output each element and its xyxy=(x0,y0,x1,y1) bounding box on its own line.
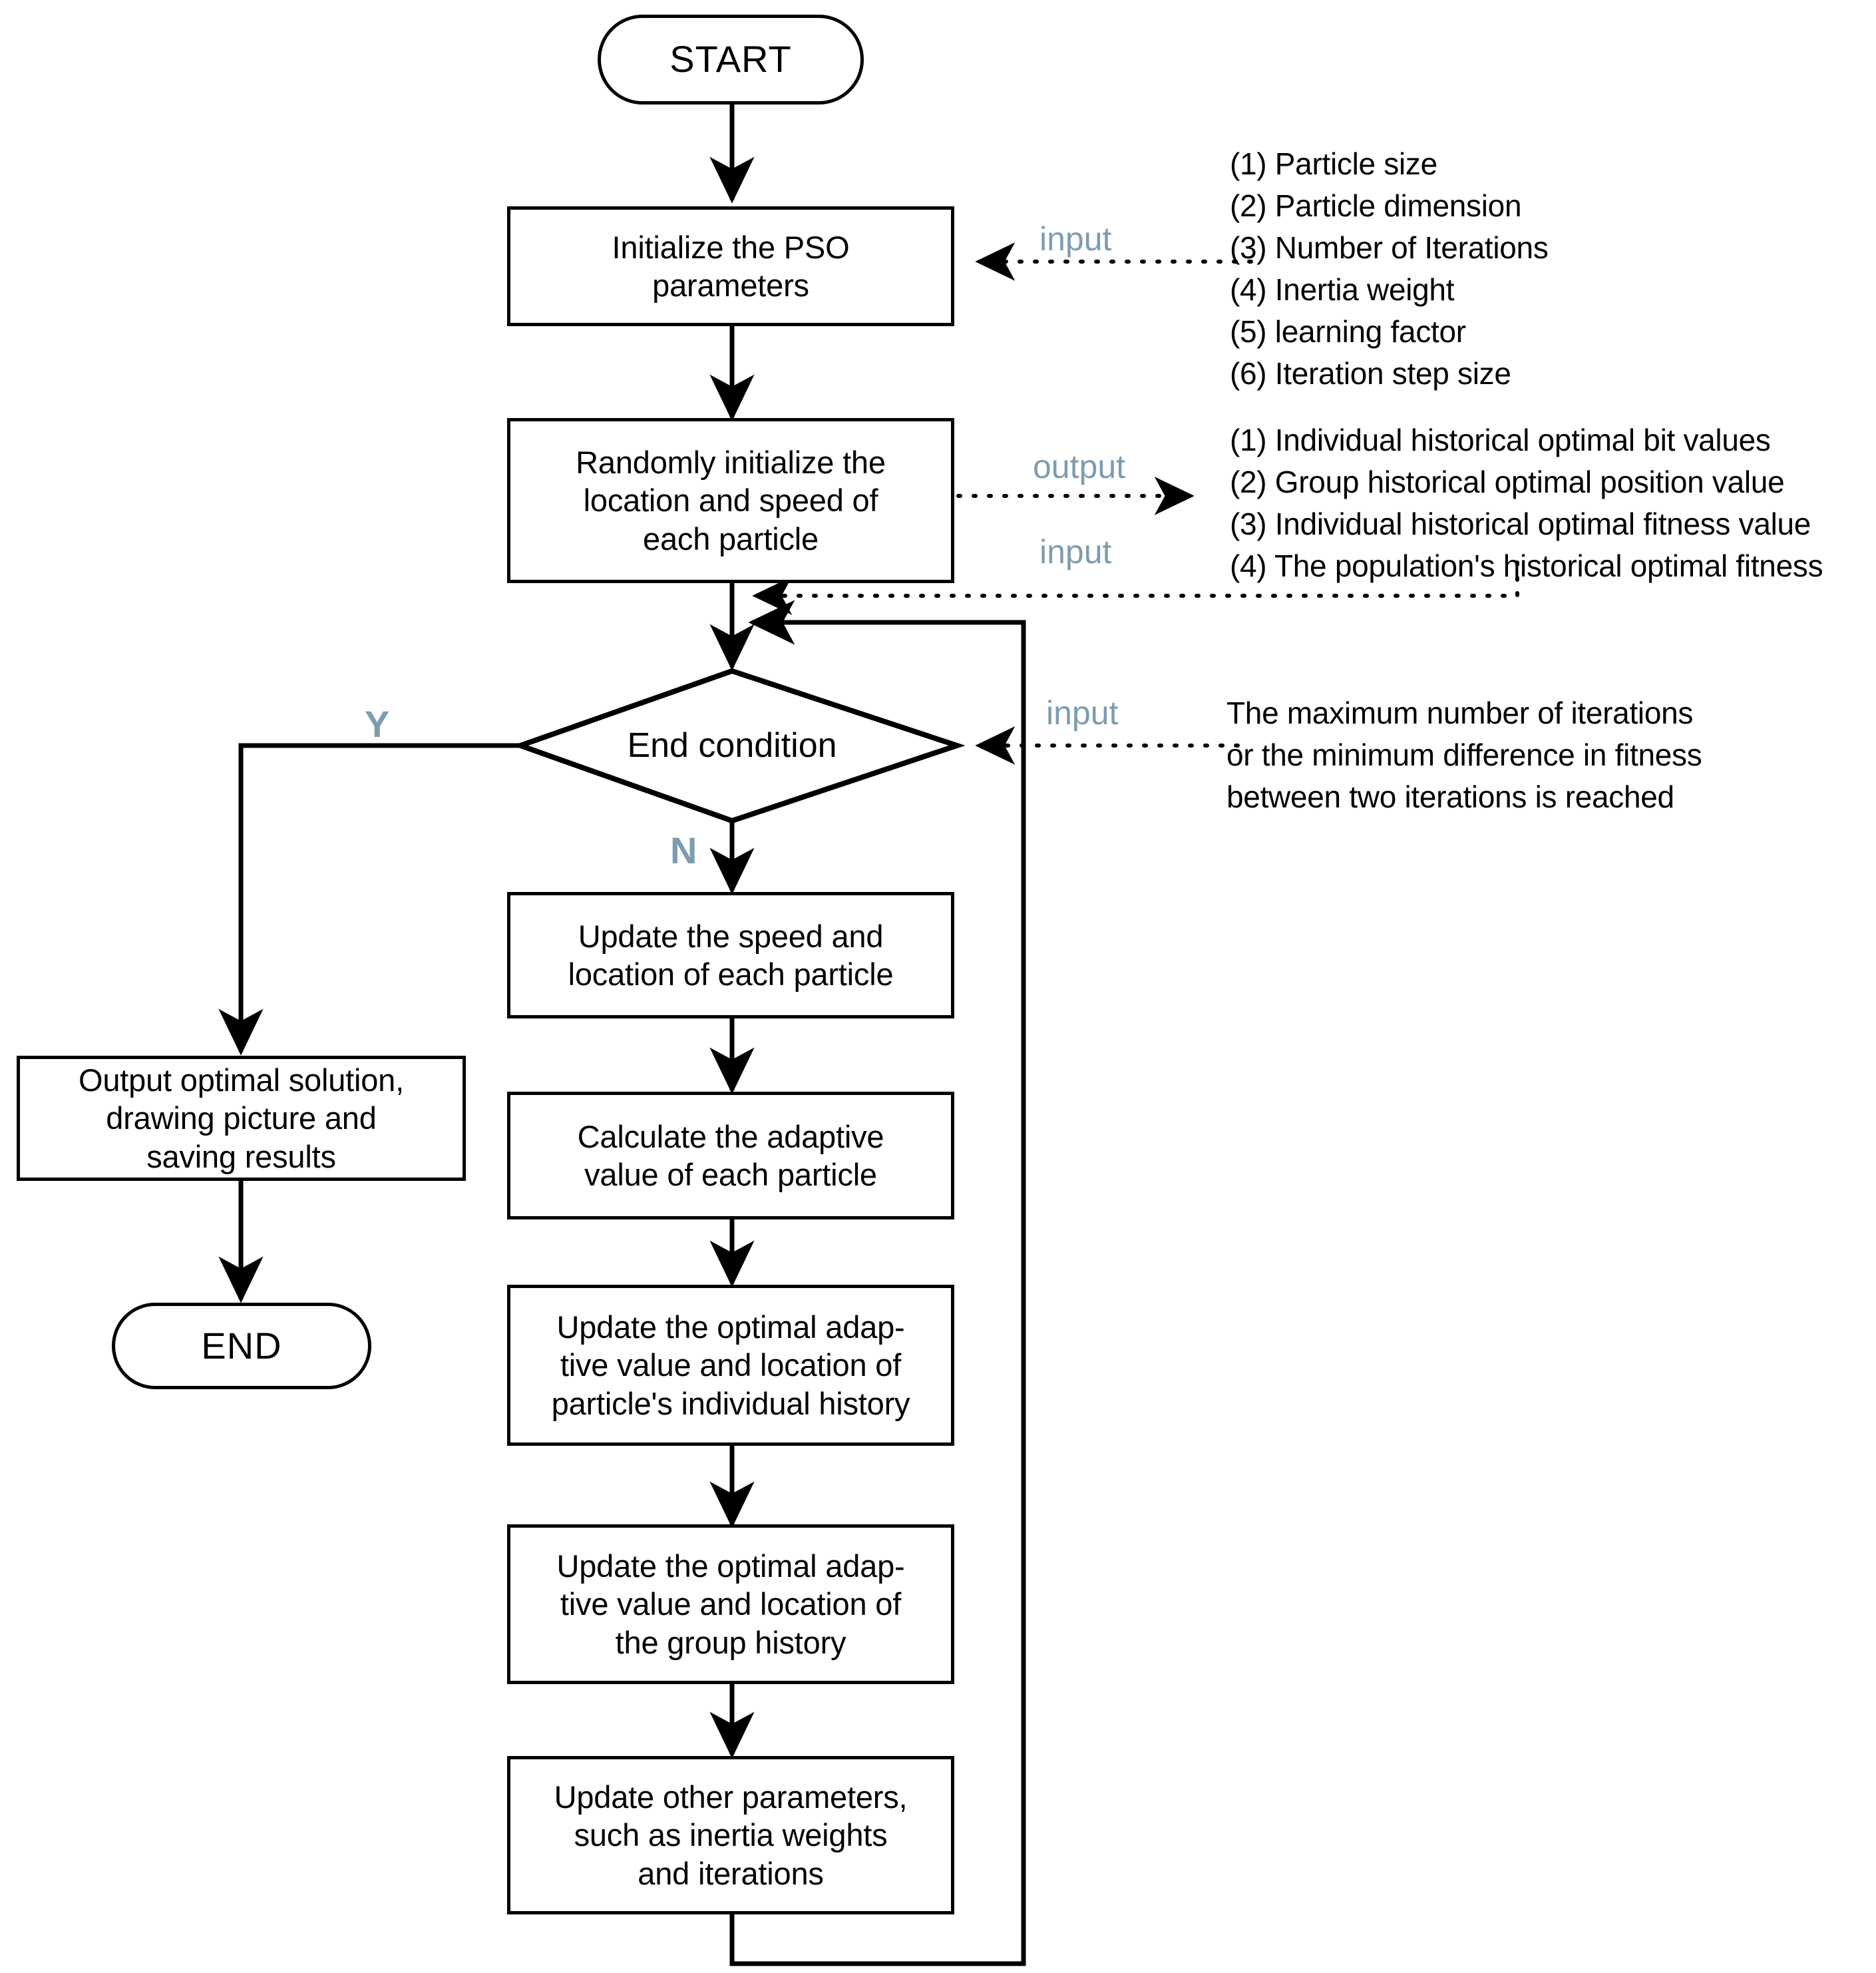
node-output-results[interactable]: Output optimal solution, drawing picture… xyxy=(17,1056,466,1181)
node-end-condition[interactable]: End condition xyxy=(586,719,878,772)
node-end-condition-label: End condition xyxy=(627,726,837,765)
node-calculate-adaptive-value[interactable]: Calculate the adaptive value of each par… xyxy=(507,1092,954,1219)
node-start[interactable]: START xyxy=(598,15,864,105)
branch-label-no: N xyxy=(670,829,697,871)
flow-label-input-values: input xyxy=(1039,533,1112,570)
node-random-initialize-label: Randomly initialize the location and spe… xyxy=(576,445,886,556)
node-update-speed-location[interactable]: Update the speed and location of each pa… xyxy=(507,892,954,1018)
node-end-label: END xyxy=(201,1324,282,1367)
node-initialize-pso-parameters-label: Initialize the PSO parameters xyxy=(612,229,850,303)
node-update-other-parameters[interactable]: Update other parameters, such as inertia… xyxy=(507,1756,954,1914)
annotation-random-initialize-list: (1) Individual historical optimal bit va… xyxy=(1230,423,1823,584)
branch-label-yes: Y xyxy=(365,703,390,745)
node-update-other-parameters-label: Update other parameters, such as inertia… xyxy=(554,1779,908,1891)
node-update-group-best[interactable]: Update the optimal adap- tive value and … xyxy=(507,1524,954,1684)
node-calculate-adaptive-value-label: Calculate the adaptive value of each par… xyxy=(577,1118,884,1192)
flow-label-input-parameters: input xyxy=(1039,220,1112,258)
node-output-results-label: Output optimal solution, drawing picture… xyxy=(79,1062,404,1174)
annotation-initialize-parameters-list: (1) Particle size (2) Particle dimension… xyxy=(1230,146,1549,391)
node-update-individual-best-label: Update the optimal adap- tive value and … xyxy=(551,1309,910,1421)
node-update-individual-best[interactable]: Update the optimal adap- tive value and … xyxy=(507,1285,954,1446)
flow-label-output-values: output xyxy=(1033,448,1126,485)
node-update-group-best-label: Update the optimal adap- tive value and … xyxy=(556,1548,905,1660)
annotation-end-condition-note: The maximum number of iterations or the … xyxy=(1226,696,1702,815)
node-initialize-pso-parameters[interactable]: Initialize the PSO parameters xyxy=(507,206,954,326)
edge-condition-yes xyxy=(218,743,520,1056)
node-end[interactable]: END xyxy=(112,1303,371,1389)
node-update-speed-location-label: Update the speed and location of each pa… xyxy=(568,918,894,992)
node-random-initialize[interactable]: Randomly initialize the location and spe… xyxy=(507,418,954,583)
flow-label-input-condition: input xyxy=(1046,694,1119,732)
node-start-label: START xyxy=(669,38,792,81)
